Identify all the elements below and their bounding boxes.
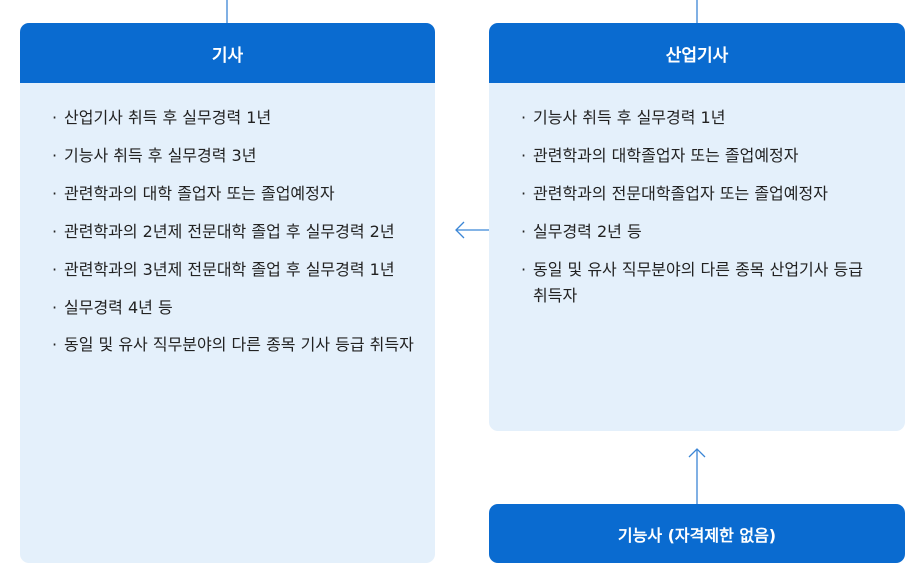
list-item: 기능사 취득 후 실무경력 3년 bbox=[52, 143, 415, 169]
list-item: 관련학과의 2년제 전문대학 졸업 후 실무경력 2년 bbox=[52, 219, 415, 245]
industrial-engineer-box: 산업기사 기능사 취득 후 실무경력 1년 관련학과의 대학졸업자 또는 졸업예… bbox=[489, 23, 905, 431]
industrial-engineer-requirements-list: 기능사 취득 후 실무경력 1년 관련학과의 대학졸업자 또는 졸업예정자 관련… bbox=[489, 83, 905, 308]
engineer-box-title: 기사 bbox=[20, 23, 435, 83]
list-item: 동일 및 유사 직무분야의 다른 종목 기사 등급 취득자 bbox=[52, 332, 415, 358]
list-item: 관련학과의 대학졸업자 또는 졸업예정자 bbox=[521, 143, 885, 169]
left-arrow-icon bbox=[455, 221, 489, 239]
list-item: 산업기사 취득 후 실무경력 1년 bbox=[52, 105, 415, 131]
list-item: 실무경력 2년 등 bbox=[521, 219, 885, 245]
industrial-engineer-box-title: 산업기사 bbox=[489, 23, 905, 83]
list-item: 관련학과의 대학 졸업자 또는 졸업예정자 bbox=[52, 181, 415, 207]
engineer-box: 기사 산업기사 취득 후 실무경력 1년 기능사 취득 후 실무경력 3년 관련… bbox=[20, 23, 435, 563]
craftsman-box: 기능사 (자격제한 없음) bbox=[489, 504, 905, 563]
engineer-requirements-list: 산업기사 취득 후 실무경력 1년 기능사 취득 후 실무경력 3년 관련학과의… bbox=[20, 83, 435, 358]
up-arrow-icon bbox=[688, 448, 706, 504]
list-item: 관련학과의 전문대학졸업자 또는 졸업예정자 bbox=[521, 181, 885, 207]
list-item: 기능사 취득 후 실무경력 1년 bbox=[521, 105, 885, 131]
list-item: 실무경력 4년 등 bbox=[52, 295, 415, 321]
list-item: 동일 및 유사 직무분야의 다른 종목 산업기사 등급 취득자 bbox=[521, 257, 885, 309]
list-item: 관련학과의 3년제 전문대학 졸업 후 실무경력 1년 bbox=[52, 257, 415, 283]
